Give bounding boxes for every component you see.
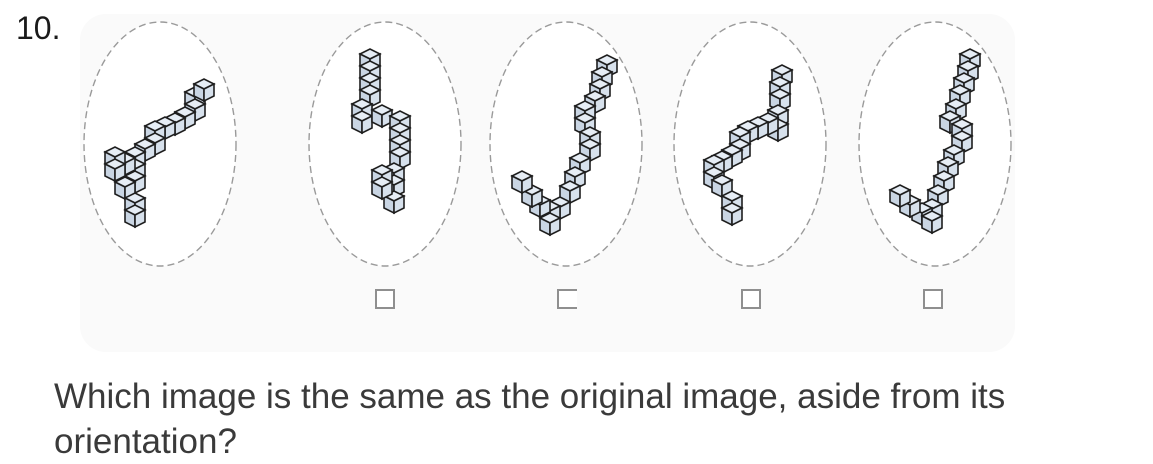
question-number: 10. [16, 10, 61, 46]
question-text: Which image is the same as the original … [54, 377, 1006, 461]
option-checkbox-3[interactable] [741, 289, 761, 309]
option-checkbox-4[interactable] [923, 289, 943, 309]
option-checkbox-1[interactable] [375, 289, 395, 309]
option-checkbox-2[interactable] [557, 289, 577, 309]
figure-panel [80, 14, 1015, 352]
